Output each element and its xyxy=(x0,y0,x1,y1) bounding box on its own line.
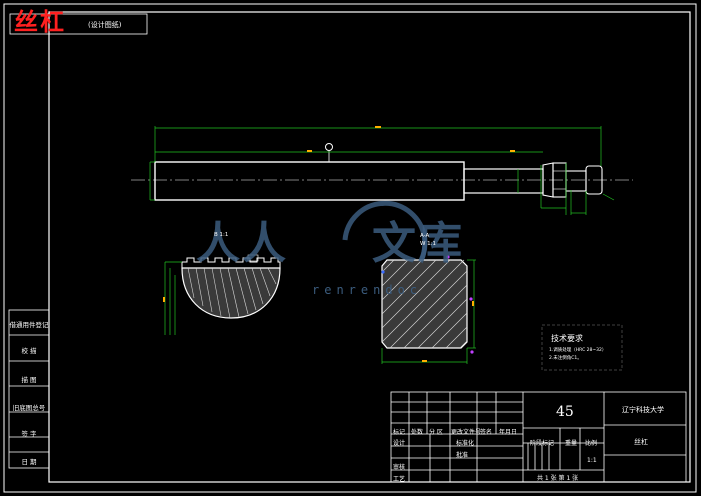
tb-stage-label: 比例 xyxy=(585,440,598,447)
watermark-text-left: 人人 xyxy=(196,218,288,269)
dim-mark xyxy=(510,150,515,152)
side-row-label: 校 描 xyxy=(21,347,37,355)
outer-frame xyxy=(3,3,697,493)
tech-requirements-title: 技术要求 xyxy=(551,334,583,343)
side-table xyxy=(8,309,50,469)
tb-header-cell: 分 区 xyxy=(429,429,443,436)
side-row-label: 日 期 xyxy=(21,458,37,466)
side-row-label: 描 图 xyxy=(21,376,37,384)
tech-note: 2.未注倒角C1。 xyxy=(549,356,582,361)
tb-header-cell: 年月日 xyxy=(499,429,518,436)
side-row-label: 旧底图总号 xyxy=(12,404,46,412)
tb-row-label: 设计 xyxy=(393,440,406,447)
tb-scale-value: 1:1 xyxy=(587,457,597,464)
dim-mark xyxy=(375,126,381,128)
tb-sheet-info: 共 1 张 第 1 张 xyxy=(537,475,579,482)
detail-view-b xyxy=(181,254,281,319)
section-view-label: A-A xyxy=(420,233,430,239)
detail-view-label: B 1:1 xyxy=(214,232,229,238)
watermark-url: renrendoc xyxy=(312,283,423,297)
tech-note: 1.调质处理（HRC 28~32） xyxy=(549,348,607,353)
tb-stage-label: 阶段标记 xyxy=(530,440,555,447)
tb-row-label: 审核 xyxy=(393,464,406,471)
tb-header-cell: 处数 xyxy=(411,429,424,436)
detail-view-dimensions xyxy=(164,261,182,335)
tb-mid-label: 标准化 xyxy=(456,440,475,447)
inner-frame xyxy=(48,11,691,483)
drawing-subtitle: (设计图纸) xyxy=(88,21,122,29)
drawing-title: 丝杠 xyxy=(14,7,66,36)
side-row-label: 签 字 xyxy=(21,430,37,438)
side-row-label: 借通用件登记 xyxy=(9,321,49,329)
section-view-scale: W 1:1 xyxy=(420,241,437,247)
dim-mark xyxy=(422,360,427,362)
tech-requirements-box xyxy=(541,324,623,371)
dim-mark xyxy=(163,297,165,302)
tb-header-cell: 更改文件号 xyxy=(451,429,482,436)
marker xyxy=(446,255,450,259)
marker xyxy=(381,270,385,274)
part-name: 丝杠 xyxy=(634,438,648,446)
title-box xyxy=(9,13,148,35)
watermark-text-right: 文库 xyxy=(372,218,464,269)
tb-header-cell: 标记 xyxy=(393,429,406,436)
marker xyxy=(469,297,473,301)
marker xyxy=(470,350,474,354)
tb-header-cell: 签名 xyxy=(480,429,493,436)
material-value: 45 xyxy=(556,404,574,420)
dim-mark xyxy=(472,301,474,306)
school-name: 辽宁科技大学 xyxy=(622,406,664,414)
section-view-a-a xyxy=(381,259,468,349)
title-block xyxy=(390,391,687,483)
dim-mark xyxy=(307,150,312,152)
tb-mid-label: 批准 xyxy=(456,452,469,459)
tb-stage-label: 重量 xyxy=(565,440,578,447)
tb-row-label: 工艺 xyxy=(393,476,406,483)
